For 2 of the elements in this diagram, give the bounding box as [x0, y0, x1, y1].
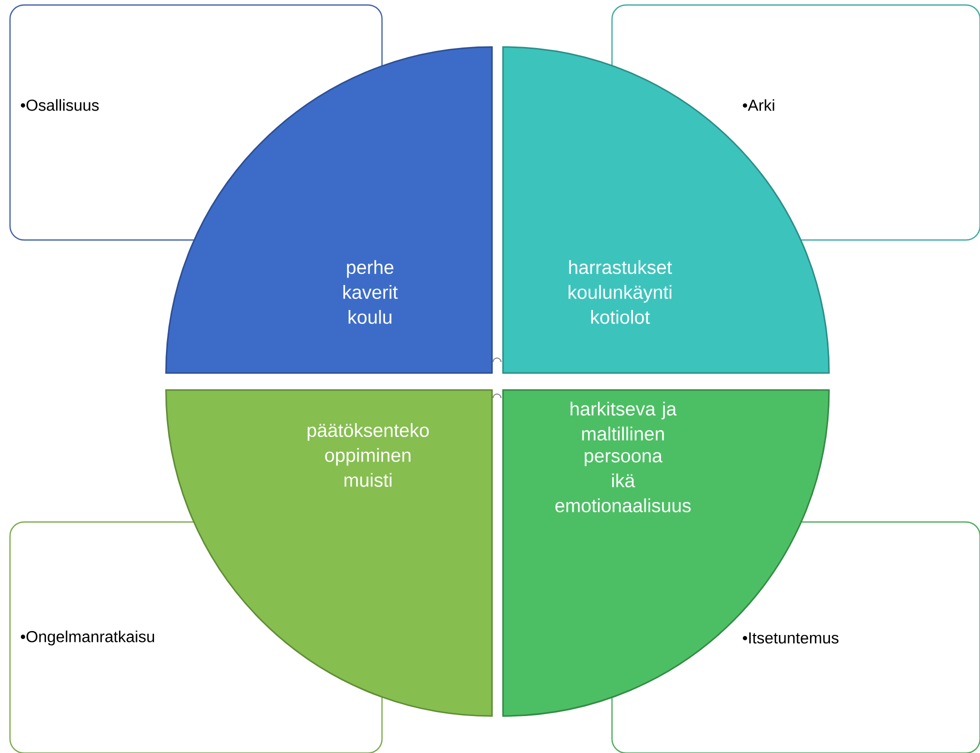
- quadrant: päätöksenteko oppiminen muisti: [165, 389, 493, 717]
- quadrant: perhe kaverit koulu: [165, 46, 493, 374]
